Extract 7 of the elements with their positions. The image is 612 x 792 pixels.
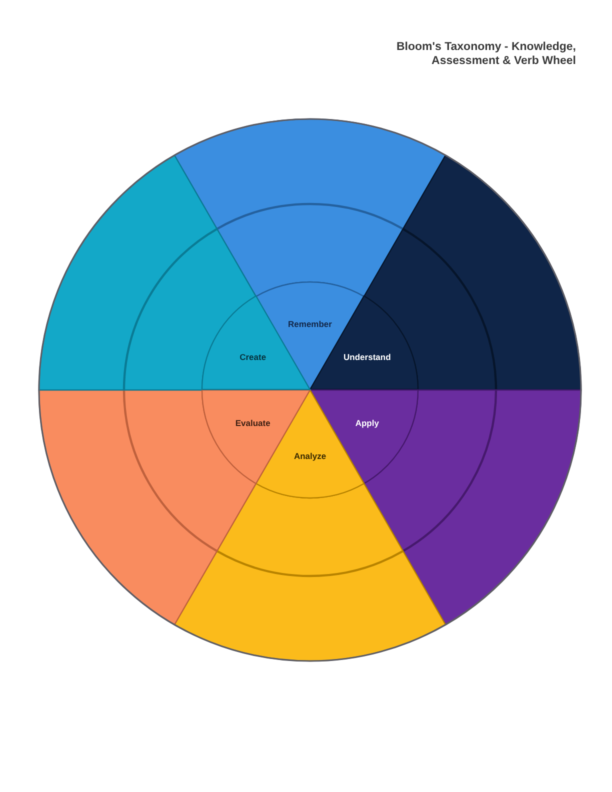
level-label: Remember <box>288 319 332 329</box>
level-label: Analyze <box>294 451 326 461</box>
level-label: Evaluate <box>235 418 270 428</box>
level-label: Create <box>240 352 266 362</box>
page-title: Bloom's Taxonomy - Knowledge, Assessment & Verb Wheel <box>395 40 576 68</box>
level-label: Apply <box>355 418 379 428</box>
level-label: Understand <box>344 352 391 362</box>
